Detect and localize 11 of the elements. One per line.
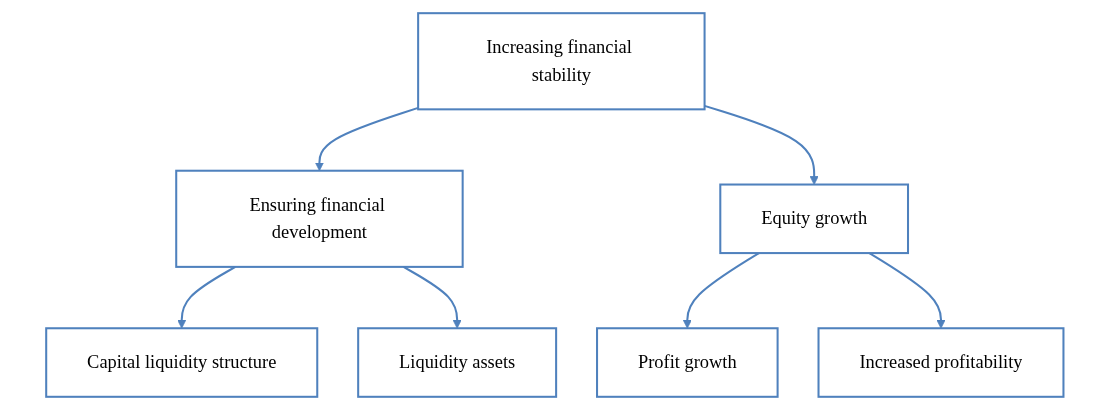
arrow [403,266,462,329]
flowchart: Increasing financial stability Ensuring financial development Equity growth Capital liquidity structure Liquidity assets Profit growth Increased profitability [38,5,1072,405]
node-box [175,169,464,268]
node-box [357,327,558,398]
node-box [45,327,319,398]
node-box [719,183,910,255]
node-box [417,12,706,111]
arrow [177,266,237,329]
arrow [704,104,819,185]
node-box [817,327,1065,398]
node-box [596,327,779,398]
